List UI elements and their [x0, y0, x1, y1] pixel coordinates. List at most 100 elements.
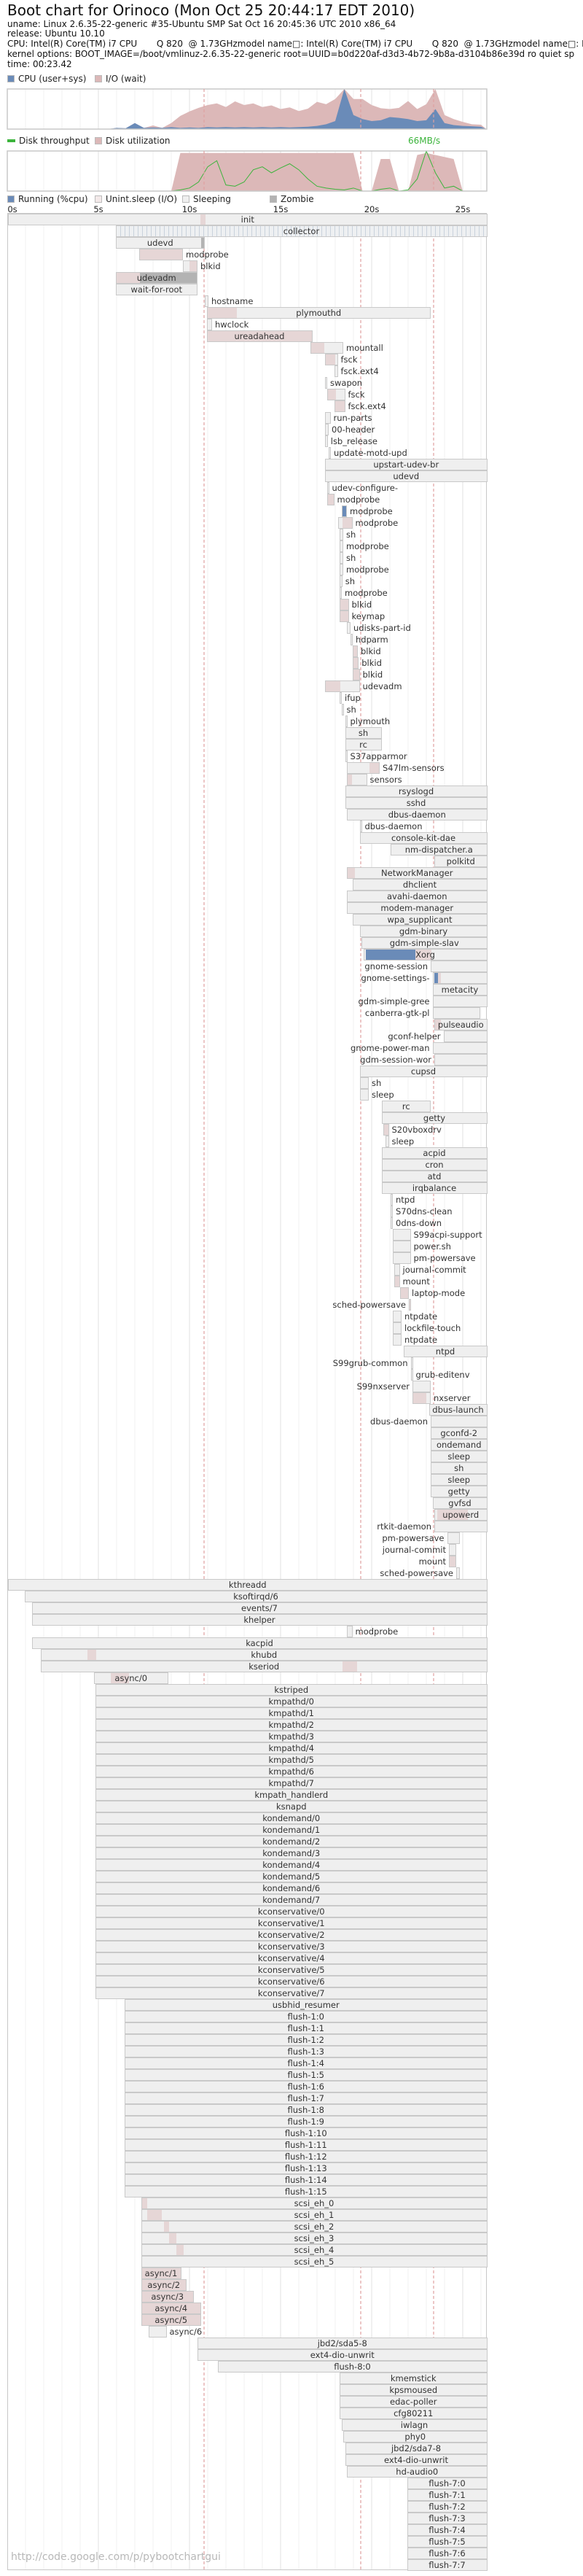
process-row: ksnapd [8, 1801, 488, 1812]
process-row: blkid [8, 669, 486, 680]
process-bar [352, 645, 358, 657]
io-segment [311, 343, 324, 353]
process-label: flush-1:3 [287, 2047, 324, 2057]
process-bar [434, 1521, 488, 1532]
process-bar [205, 295, 208, 307]
process-bar [217, 2361, 488, 2373]
process-label: scsi_eh_5 [294, 2257, 334, 2267]
process-bar [449, 1556, 456, 1567]
process-label: kmpathd/3 [268, 1731, 315, 1742]
process-row: hwclock [8, 319, 486, 330]
process-label: S20vboxdrv [391, 1125, 442, 1135]
process-label: flush-7:1 [429, 2490, 466, 2500]
process-bar [359, 926, 488, 937]
process-row: swapon [8, 377, 486, 389]
process-row: scsi_eh_2 [8, 2221, 488, 2232]
process-label: scsi_eh_0 [294, 2198, 334, 2208]
process-label: metacity [441, 985, 479, 995]
process-row: khubd [8, 1649, 488, 1661]
process-bar [431, 1427, 488, 1439]
process-label: collector [283, 226, 320, 236]
process-label: S99acpi-support [413, 1230, 482, 1240]
process-bar [447, 1532, 460, 1544]
process-bar [385, 1136, 389, 1147]
process-bar [41, 1661, 488, 1672]
io-segment [395, 1276, 399, 1287]
process-label: sh [345, 576, 356, 586]
process-row: scsi_eh_3 [8, 2232, 488, 2244]
process-label: flush-7:3 [429, 2513, 466, 2523]
process-row: laptop-mode [8, 1287, 486, 1299]
process-bar [115, 284, 197, 295]
process-label: pm-powersave [382, 1533, 445, 1543]
chart-frame [7, 88, 488, 130]
process-row: polkitd [8, 856, 488, 867]
process-bar [392, 1311, 402, 1322]
process-bar [148, 2326, 167, 2338]
process-row: flush-1:10 [8, 2127, 488, 2139]
process-row: sh [8, 727, 486, 739]
process-bar [431, 1474, 488, 1486]
process-bar [125, 2104, 488, 2116]
process-row: flush-7:1 [8, 2489, 488, 2501]
process-bar [325, 680, 360, 692]
io-segment [327, 494, 334, 505]
process-row: usbhid_resumer [8, 1999, 488, 2011]
process-row: async/0 [8, 1672, 486, 1684]
process-row: kondemand/4 [8, 1859, 488, 1871]
process-bar [347, 774, 367, 785]
io-segment [141, 2280, 187, 2290]
process-bar [95, 1707, 488, 1719]
process-bar [125, 2034, 488, 2046]
process-bar [125, 2022, 488, 2034]
process-row: nxserver [8, 1392, 486, 1404]
time-tick-label: 10s [181, 204, 197, 214]
process-bar [352, 669, 360, 680]
process-label: kconservative/1 [257, 1918, 325, 1928]
process-row: flush-7:5 [8, 2536, 488, 2548]
process-bar [95, 1847, 488, 1859]
process-bar [432, 1042, 488, 1054]
process-label: kondemand/7 [262, 1895, 321, 1905]
io-segment [141, 2292, 194, 2302]
process-label: modprobe [350, 506, 393, 516]
process-row: scsi_eh_4 [8, 2244, 488, 2256]
process-label: jbd2/sda7-8 [391, 2443, 442, 2453]
unint-swatch-icon [95, 195, 102, 203]
process-label: kmpathd/4 [268, 1743, 315, 1753]
process-row: async/3 [8, 2291, 486, 2303]
process-bar [115, 225, 488, 237]
process-row: S37apparmor [8, 750, 486, 762]
process-row: kondemand/7 [8, 1894, 488, 1906]
process-bar [341, 2419, 488, 2431]
process-bar [345, 739, 382, 750]
io-segment [413, 1393, 426, 1403]
io-segment [140, 249, 182, 260]
process-label: flush-1:2 [287, 2035, 324, 2045]
process-label: rc [359, 740, 367, 750]
process-row: scsi_eh_0 [8, 2197, 488, 2209]
process-row: gdm-simple-slav [8, 937, 488, 949]
process-label: cupsd [410, 1066, 437, 1076]
process-row: kconservative/7 [8, 1987, 488, 1999]
process-row: scsi_eh_5 [8, 2256, 488, 2267]
process-label: kondemand/2 [262, 1836, 321, 1847]
process-label: kondemand/5 [262, 1871, 321, 1882]
process-row: flush-7:0 [8, 2478, 488, 2489]
process-row: modprobe [8, 249, 486, 260]
process-bar [340, 2408, 488, 2419]
process-row: pulseaudio [8, 1019, 488, 1031]
watermark: http://code.google.com/p/pybootchartgui [11, 2551, 221, 2563]
process-bar [95, 1684, 488, 1696]
process-label: ksoftirqd/6 [233, 1591, 278, 1602]
process-bar [399, 1287, 409, 1299]
legend-cpu: CPU (user+sys) [7, 74, 86, 84]
process-row: flush-1:9 [8, 2116, 488, 2127]
process-bar [410, 1369, 413, 1381]
process-bar [95, 1976, 488, 1987]
process-bar [95, 1766, 488, 1777]
process-label: journal-commit [402, 1265, 466, 1275]
legend-utilization: Disk utilization [95, 136, 171, 146]
io-segment [163, 2222, 169, 2232]
process-row: kmpathd/7 [8, 1777, 488, 1789]
